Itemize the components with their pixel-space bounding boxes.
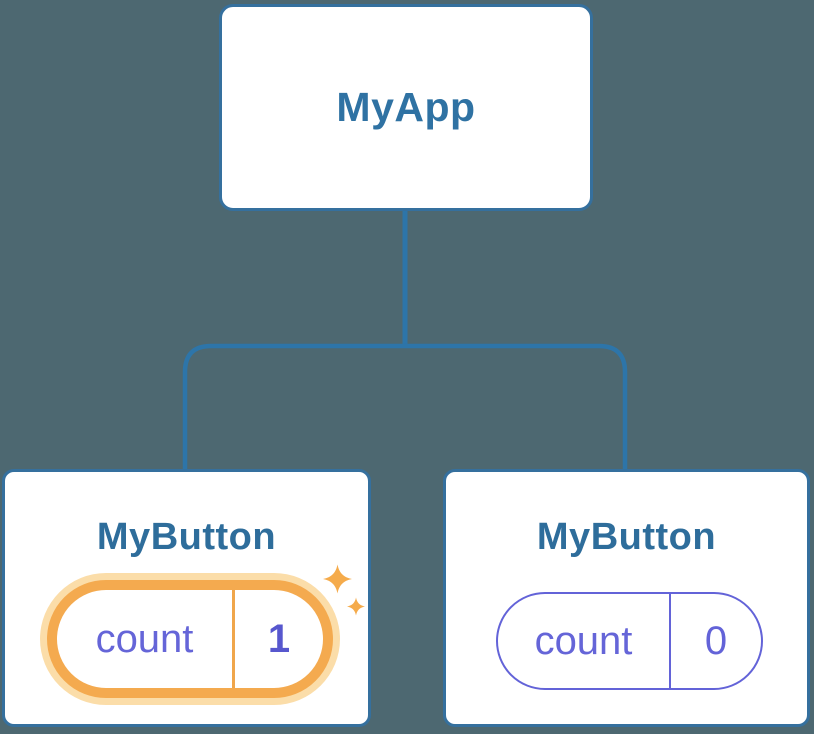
state-value: 1: [267, 616, 291, 661]
state-badge-divider: [232, 590, 235, 688]
node-myapp-label: MyApp: [336, 84, 476, 130]
node-mybutton-right-label: MyButton: [536, 516, 717, 558]
state-badge-divider: [669, 594, 671, 688]
state-badge-highlighted: count 1: [47, 580, 333, 698]
node-myapp: MyApp: [219, 4, 593, 211]
state-key-label: count: [95, 616, 194, 661]
sparkle-icon-small: [347, 597, 365, 616]
state-key-label: count: [534, 618, 633, 663]
node-mybutton-left-label: MyButton: [96, 516, 277, 558]
sparkle-icon-large: [323, 564, 352, 594]
state-value: 0: [704, 618, 728, 663]
state-badge-normal: count 0: [496, 592, 763, 690]
